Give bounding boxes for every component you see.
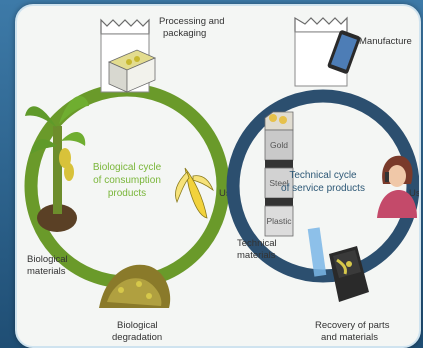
tech-use-label: Use bbox=[409, 188, 419, 199]
degradation-label-line1: Biological bbox=[117, 320, 158, 331]
processing-label-line1: Processing and bbox=[159, 16, 224, 27]
recovery-label-line2: and materials bbox=[321, 332, 378, 343]
tech-center-line1: Technical cycle bbox=[289, 170, 357, 181]
technical-ring bbox=[226, 89, 419, 283]
diagram-card: Processing and packaging Biological mate… bbox=[15, 4, 421, 348]
tablet-icon bbox=[327, 30, 361, 74]
packaging-box-icon bbox=[108, 49, 156, 93]
tech-materials-label-line1: Technical bbox=[237, 238, 277, 249]
stack-gold-label: Gold bbox=[270, 140, 288, 150]
stack-plastic-label: Plastic bbox=[266, 216, 292, 226]
bio-materials-label-line1: Biological bbox=[27, 254, 68, 265]
manufacture-label: Manufacture bbox=[359, 36, 412, 47]
recovery-bin-icon bbox=[307, 227, 369, 302]
person-on-phone-icon bbox=[377, 155, 417, 218]
cycle-diagrams: Processing and packaging Biological mate… bbox=[24, 16, 419, 343]
banana-plant-icon bbox=[25, 96, 89, 232]
technical-cycle: Manufacture Gold Steel Plastic Technical… bbox=[226, 16, 419, 343]
processing-label-line2: packaging bbox=[163, 28, 206, 39]
bio-center-line2: of consumption bbox=[93, 175, 161, 186]
recovery-label-line1: Recovery of parts bbox=[315, 320, 390, 331]
material-stack: Gold Steel Plastic bbox=[264, 111, 294, 237]
tech-center-line2: of service products bbox=[281, 183, 365, 194]
bio-center-line3: products bbox=[108, 188, 146, 199]
tech-materials-label-line2: materials bbox=[237, 250, 276, 261]
degradation-label-line2: degradation bbox=[112, 332, 162, 343]
bio-materials-label-line2: materials bbox=[27, 266, 66, 277]
stack-steel-label: Steel bbox=[269, 178, 288, 188]
banana-peel-icon bbox=[175, 167, 214, 219]
bio-center-line1: Biological cycle bbox=[93, 162, 162, 173]
biological-cycle: Processing and packaging Biological mate… bbox=[24, 16, 236, 343]
compost-pile-icon bbox=[99, 264, 171, 308]
